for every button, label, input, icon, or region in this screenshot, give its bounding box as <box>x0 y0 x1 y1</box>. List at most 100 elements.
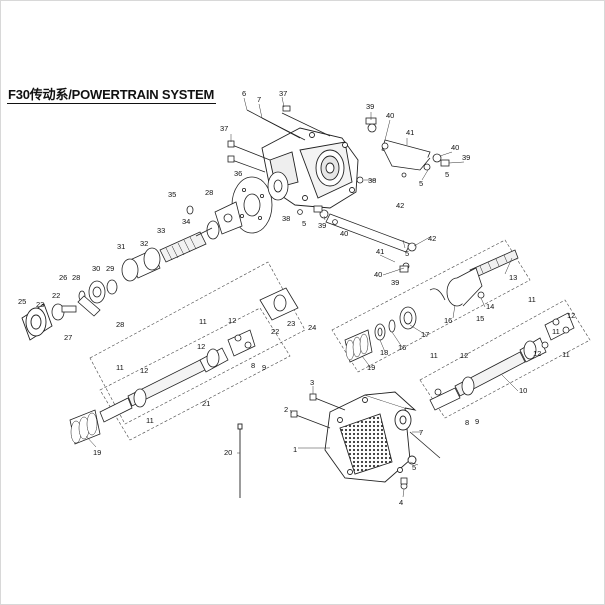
callout-5: 5 <box>302 219 306 228</box>
callout-30: 30 <box>92 264 100 273</box>
callout-41: 41 <box>406 128 414 137</box>
callout-32: 32 <box>140 239 148 248</box>
callout-11: 11 <box>199 317 207 326</box>
rubber-boot-front <box>69 409 101 445</box>
leader-lines <box>85 96 519 498</box>
callout-39: 39 <box>366 102 374 111</box>
callout-1: 1 <box>293 445 297 454</box>
callout-7: 7 <box>257 95 261 104</box>
callout-29: 29 <box>106 264 114 273</box>
callout-28: 28 <box>116 320 124 329</box>
callout-41: 41 <box>376 247 384 256</box>
callout-35: 35 <box>168 190 176 199</box>
callout-39: 39 <box>391 278 399 287</box>
front-propshaft <box>99 287 299 423</box>
callout-26: 26 <box>59 273 67 282</box>
callout-22: 22 <box>52 291 60 300</box>
callout-14: 14 <box>486 302 494 311</box>
callout-37: 37 <box>220 124 228 133</box>
callout-11: 11 <box>528 295 536 304</box>
callout-11: 11 <box>562 350 570 359</box>
front-shaft-group-box <box>89 261 306 425</box>
callout-38: 38 <box>282 214 290 223</box>
rear-propshaft <box>429 312 575 411</box>
callout-8: 8 <box>465 418 469 427</box>
callout-11: 11 <box>146 416 154 425</box>
rubber-boot-rear <box>344 329 373 363</box>
callout-11: 11 <box>116 363 124 372</box>
callout-11: 11 <box>430 351 438 360</box>
callout-11: 11 <box>552 327 560 336</box>
callout-12: 12 <box>533 349 541 358</box>
callout-16: 16 <box>398 343 406 352</box>
housing-bolts <box>227 105 331 173</box>
rear-shaft-group-box <box>331 239 531 373</box>
callout-33: 33 <box>157 226 165 235</box>
callout-5: 5 <box>405 249 409 258</box>
callout-28: 28 <box>72 273 80 282</box>
callout-27: 27 <box>64 333 72 342</box>
brake-disc <box>231 176 273 234</box>
lower-shift-link <box>297 205 417 273</box>
callout-13: 13 <box>509 273 517 282</box>
seal-rings <box>374 306 417 341</box>
callout-7: 7 <box>419 428 423 437</box>
callout-22: 22 <box>271 327 279 336</box>
callout-2: 2 <box>284 405 288 414</box>
callout-39: 39 <box>318 221 326 230</box>
output-flange <box>214 171 289 235</box>
callout-40: 40 <box>386 111 394 120</box>
callout-19: 19 <box>367 363 375 372</box>
callout-18: 18 <box>380 348 388 357</box>
callout-40: 40 <box>340 229 348 238</box>
callout-31: 31 <box>117 242 125 251</box>
callout-24: 24 <box>308 323 316 332</box>
callout-12: 12 <box>197 342 205 351</box>
front-differential-housing <box>324 391 417 483</box>
front-housing-bolts <box>290 393 441 490</box>
callout-12: 12 <box>228 316 236 325</box>
callout-34: 34 <box>182 217 190 226</box>
callout-5: 5 <box>419 179 423 188</box>
callout-36: 36 <box>234 169 242 178</box>
callout-37: 37 <box>279 89 287 98</box>
callout-9: 9 <box>475 417 479 426</box>
callout-8: 8 <box>251 361 255 370</box>
callout-10: 10 <box>519 386 527 395</box>
callout-23: 23 <box>36 300 44 309</box>
callout-12: 12 <box>140 366 148 375</box>
callout-42: 42 <box>396 201 404 210</box>
front-output-housing <box>21 303 53 341</box>
callout-40: 40 <box>451 143 459 152</box>
callout-16: 16 <box>444 316 452 325</box>
long-stud <box>237 423 243 498</box>
callout-4: 4 <box>399 498 403 507</box>
callout-19: 19 <box>93 448 101 457</box>
rear-spline-shaft <box>429 249 519 307</box>
callout-21: 21 <box>202 399 210 408</box>
callout-9: 9 <box>262 363 266 372</box>
callout-5: 5 <box>412 463 416 472</box>
callout-39: 39 <box>462 153 470 162</box>
page-title: F30传动系/POWERTRAIN SYSTEM <box>7 87 217 104</box>
input-shaft-stack <box>121 205 220 282</box>
callout-6: 6 <box>242 89 246 98</box>
callout-28: 28 <box>205 188 213 197</box>
callout-17: 17 <box>421 330 429 339</box>
callout-5: 5 <box>445 170 449 179</box>
callout-3: 3 <box>310 378 314 387</box>
callout-23: 23 <box>287 319 295 328</box>
callout-38: 38 <box>368 176 376 185</box>
front-propshaft-box <box>99 307 291 441</box>
callout-20: 20 <box>224 448 232 457</box>
shift-link-arm <box>356 117 450 184</box>
callout-12: 12 <box>460 351 468 360</box>
callout-25: 25 <box>18 297 26 306</box>
callout-42: 42 <box>428 234 436 243</box>
callout-12: 12 <box>567 311 575 320</box>
front-bearing-stack <box>51 279 118 321</box>
callout-15: 15 <box>476 314 484 323</box>
callout-40: 40 <box>374 270 382 279</box>
